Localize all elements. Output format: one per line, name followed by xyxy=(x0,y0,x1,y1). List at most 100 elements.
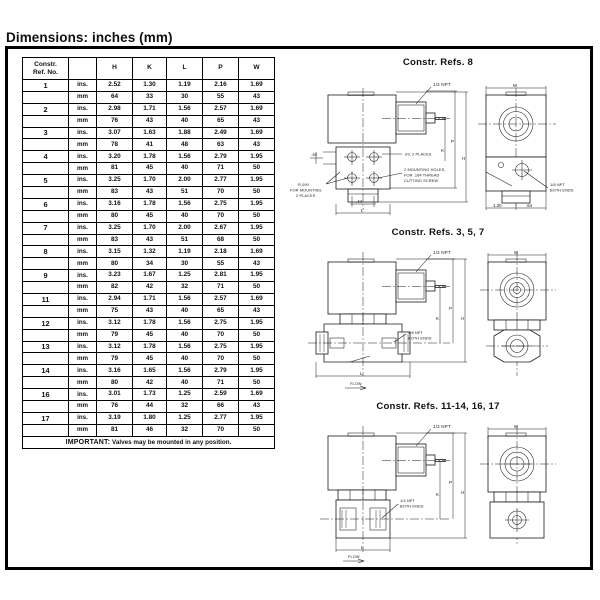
cell-l-inches: 1.56 xyxy=(166,197,203,211)
drawing-block-refs-8: Constr. Refs. 8 1/2 NPT xyxy=(290,57,586,218)
cell-p-inches: 2.77 xyxy=(202,174,239,188)
cell-p-inches: 2.75 xyxy=(202,316,239,330)
cell-w-inches: 1.95 xyxy=(238,340,275,354)
mount-note-line3: CUTTING SCREW xyxy=(404,178,438,183)
cell-w-mm: 50 xyxy=(238,209,275,223)
dim-label-P-1: P xyxy=(451,139,454,144)
cell-unit-mm: mm xyxy=(68,376,97,390)
cell-w-mm: 50 xyxy=(238,423,275,437)
cell-unit-inches: ins. xyxy=(68,150,97,164)
port-label-3b: BOTH ENDS xyxy=(400,504,424,509)
cell-constr-ref-blank xyxy=(22,304,69,318)
cell-w-inches: 1.69 xyxy=(238,79,275,92)
cell-constr-ref: 7 xyxy=(22,221,69,235)
cell-unit-mm: mm xyxy=(68,281,97,295)
cell-p-mm: 71 xyxy=(202,376,239,390)
cell-h-inches: 3.20 xyxy=(96,150,133,164)
cell-k-inches: 1.70 xyxy=(132,221,167,235)
column-header-w: W xyxy=(238,57,275,80)
cell-h-inches: 3.01 xyxy=(96,388,133,402)
drawing-canvas-1: 1/2 NPT xyxy=(290,68,586,218)
cell-constr-ref: 4 xyxy=(22,150,69,164)
cell-k-inches: 1.71 xyxy=(132,102,167,116)
cell-l-mm: 30 xyxy=(166,257,203,271)
cell-unit-inches: ins. xyxy=(68,221,97,235)
cell-p-mm: 71 xyxy=(202,281,239,295)
cell-w-mm: 50 xyxy=(238,281,275,295)
cell-k-inches: 1.80 xyxy=(132,411,167,425)
cell-unit-inches: ins. xyxy=(68,364,97,378)
cell-p-inches: 2.57 xyxy=(202,293,239,306)
cell-h-mm: 83 xyxy=(96,186,133,199)
cell-l-inches: 1.56 xyxy=(166,364,203,378)
cell-k-mm: 33 xyxy=(132,90,167,104)
cell-constr-ref-blank xyxy=(22,423,69,437)
dim-64: .64 xyxy=(526,203,533,208)
cell-h-mm: 82 xyxy=(96,281,133,295)
cell-p-mm: 65 xyxy=(202,114,239,128)
cell-l-inches: 1.19 xyxy=(166,245,203,259)
cell-h-inches: 3.23 xyxy=(96,269,133,283)
cell-p-mm: 66 xyxy=(202,400,239,413)
cell-h-inches: 3.16 xyxy=(96,364,133,378)
cell-h-mm: 81 xyxy=(96,423,133,437)
dim-label-W-3: W xyxy=(514,424,519,429)
cell-unit-mm: mm xyxy=(68,304,97,318)
cell-unit-inches: ins. xyxy=(68,316,97,330)
radius-note-line2: FOR MOUNTING xyxy=(290,188,322,193)
cell-constr-ref: 2 xyxy=(22,102,69,116)
cell-h-inches: 2.98 xyxy=(96,102,133,116)
cell-w-inches: 1.95 xyxy=(238,364,275,378)
cell-constr-ref-blank xyxy=(22,400,69,413)
cell-k-inches: 1.65 xyxy=(132,364,167,378)
cell-constr-ref-blank xyxy=(22,162,69,176)
table-header: Constr. Ref. No. H K L P W xyxy=(22,57,275,80)
dim-label-L-1: L xyxy=(361,208,364,213)
cell-k-mm: 44 xyxy=(132,400,167,413)
cell-constr-ref-blank xyxy=(22,209,69,223)
cell-constr-ref-blank xyxy=(22,138,69,152)
cell-k-inches: 1.30 xyxy=(132,79,167,92)
cell-l-mm: 40 xyxy=(166,304,203,318)
cell-l-inches: 1.56 xyxy=(166,150,203,164)
dim-label-H-1: H xyxy=(462,156,465,161)
cell-unit-inches: ins. xyxy=(68,79,97,92)
column-header-h: H xyxy=(96,57,133,80)
conduit-label-3: 1/2 NPT xyxy=(433,424,451,429)
cell-k-mm: 45 xyxy=(132,352,167,366)
cell-k-inches: 1.67 xyxy=(132,269,167,283)
cell-p-inches: 2.16 xyxy=(202,79,239,92)
cell-constr-ref-blank xyxy=(22,352,69,366)
dim-label-P-2: P xyxy=(449,306,452,311)
cell-h-inches: 2.94 xyxy=(96,293,133,306)
drawing-block-refs-1114: Constr. Refs. 11-14, 16, 17 1/2 NPT xyxy=(290,401,586,564)
cell-k-mm: 43 xyxy=(132,114,167,128)
mount-note-line1: 2 MOUNTING HOLES, xyxy=(404,167,445,172)
cell-p-inches: 2.49 xyxy=(202,126,239,140)
column-header-p: P xyxy=(202,57,239,80)
cell-constr-ref: 8 xyxy=(22,245,69,259)
footnote-row: IMPORTANT: Valves may be mounted in any … xyxy=(22,435,275,449)
flow-label-3: FLOW xyxy=(348,554,360,559)
cell-h-mm: 81 xyxy=(96,162,133,176)
dim-label-K-2: K xyxy=(436,316,439,321)
cell-h-mm: 78 xyxy=(96,138,133,152)
cell-l-inches: 1.25 xyxy=(166,411,203,425)
dim-label-H-3: H xyxy=(461,490,464,495)
cell-k-mm: 46 xyxy=(132,423,167,437)
